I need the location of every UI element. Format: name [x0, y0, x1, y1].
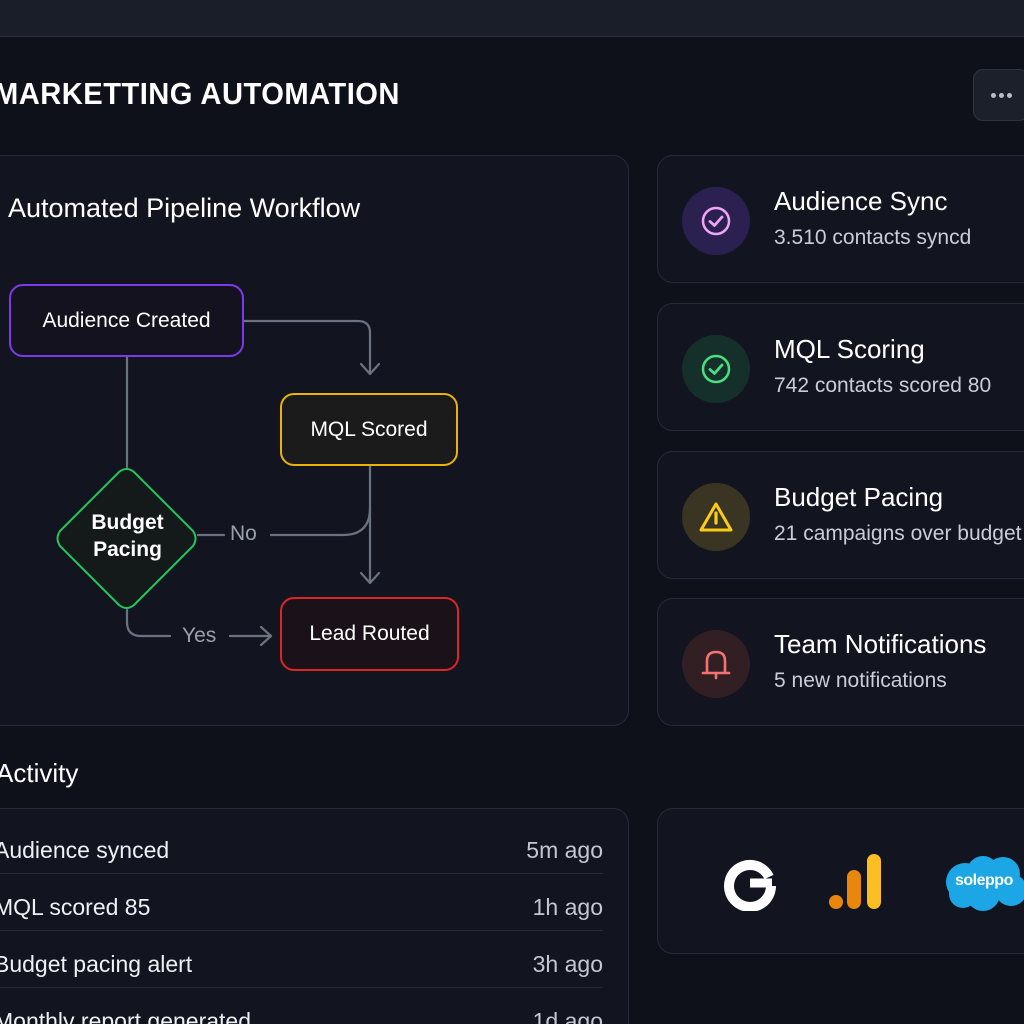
activity-time: 1h ago — [532, 894, 603, 920]
node-lead-routed[interactable]: Lead Routed — [280, 597, 459, 671]
node-audience-created[interactable]: Audience Created — [9, 284, 244, 357]
status-card-title: Audience Sync — [774, 186, 948, 216]
activity-label: Monthly report generated — [0, 1008, 251, 1024]
activity-time: 5m ago — [526, 837, 603, 863]
salesforce-logo-text: soleppo — [955, 872, 1013, 889]
workflow-title: Automated Pipeline Workflow — [8, 193, 361, 223]
google-icon[interactable] — [722, 855, 778, 911]
node-audience-created-label: Audience Created — [42, 308, 211, 332]
activity-row[interactable]: Budget pacing alert 3h ago — [0, 931, 603, 988]
check-circle-icon — [682, 187, 750, 255]
activity-row[interactable]: Audience synced 5m ago — [0, 817, 603, 874]
status-card-subtitle: 742 contacts scored 80 — [774, 374, 992, 397]
activity-section-title: Activity — [0, 758, 79, 788]
status-card-mql-scoring[interactable]: MQL Scoring 742 contacts scored 80 — [657, 303, 1024, 431]
activity-label: MQL scored 85 — [0, 894, 151, 920]
activity-row[interactable]: MQL scored 85 1h ago — [0, 874, 603, 931]
edge-label-no: No — [230, 522, 257, 545]
warning-triangle-icon — [682, 483, 750, 551]
node-budget-pacing-line2: Pacing — [93, 538, 162, 561]
node-mql-scored-label: MQL Scored — [310, 417, 428, 441]
top-bar — [0, 0, 1024, 37]
status-card-budget-pacing[interactable]: Budget Pacing 21 campaigns over budget — [657, 451, 1024, 579]
check-circle-icon — [682, 335, 750, 403]
node-lead-routed-label: Lead Routed — [309, 622, 430, 645]
page-title: MARKETTING AUTOMATION — [0, 76, 400, 111]
status-card-audience-sync[interactable]: Audience Sync 3.510 contacts syncd — [657, 155, 1024, 283]
activity-label: Budget pacing alert — [0, 951, 193, 977]
activity-time: 3h ago — [532, 951, 603, 977]
activity-label: Audience synced — [0, 837, 170, 863]
more-options-button[interactable] — [973, 69, 1024, 121]
salesforce-icon[interactable]: soleppo — [943, 854, 1024, 912]
node-mql-scored[interactable]: MQL Scored — [280, 393, 458, 466]
status-card-subtitle: 5 new notifications — [774, 669, 947, 692]
status-card-team-notifications[interactable]: Team Notifications 5 new notifications — [657, 598, 1024, 726]
activity-row[interactable]: Monthly report generated 1d ago — [0, 988, 603, 1024]
more-horizontal-icon — [990, 92, 1012, 98]
status-card-subtitle: 3.510 contacts syncd — [774, 226, 972, 249]
node-budget-pacing-label: Budget Pacing — [55, 509, 200, 563]
node-budget-pacing-decision[interactable] — [55, 467, 198, 610]
status-card-title: MQL Scoring — [774, 334, 925, 364]
analytics-icon[interactable] — [826, 852, 884, 912]
status-card-title: Team Notifications — [774, 629, 987, 659]
activity-card — [0, 808, 629, 1024]
edge-label-yes: Yes — [182, 624, 217, 647]
bell-icon — [682, 630, 750, 698]
activity-time: 1d ago — [532, 1008, 603, 1024]
status-card-title: Budget Pacing — [774, 482, 944, 512]
status-card-subtitle: 21 campaigns over budget — [774, 522, 1022, 545]
node-budget-pacing-line1: Budget — [91, 511, 164, 534]
